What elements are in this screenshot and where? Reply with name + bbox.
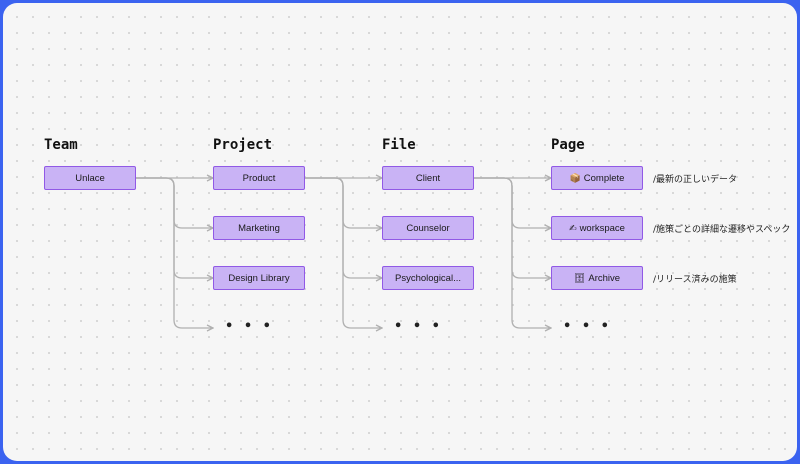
package-icon: 📦 — [569, 172, 581, 183]
annotation-workspace: /施策ごとの詳細な遷移やスペック — [653, 225, 791, 235]
connector-arrow — [474, 177, 551, 328]
page-node-label: Archive — [588, 272, 621, 284]
project-node-marketing[interactable]: Marketing — [213, 216, 305, 240]
page-node-archive[interactable]: 🗄 Archive — [551, 266, 643, 290]
column-title-file: File — [382, 137, 416, 153]
page-node-workspace[interactable]: ✍ workspace — [551, 216, 643, 240]
writing-hand-icon: ✍ — [569, 222, 577, 233]
file-node-client[interactable]: Client — [382, 166, 474, 190]
page-node-label: Complete — [583, 172, 625, 184]
connector-lines — [136, 3, 797, 461]
file-node-counselor[interactable]: Counselor — [382, 216, 474, 240]
diagram-canvas: Team Project File Page Unlace Product Ma… — [3, 3, 797, 461]
annotation-complete: /最新の正しいデータ — [653, 175, 738, 185]
team-node-unlace[interactable]: Unlace — [44, 166, 136, 190]
file-more-ellipsis: • • • — [394, 319, 443, 334]
project-node-product[interactable]: Product — [213, 166, 305, 190]
page-node-label: workspace — [579, 222, 625, 234]
archive-box-icon: 🗄 — [573, 272, 586, 283]
project-more-ellipsis: • • • — [225, 319, 274, 334]
page-more-ellipsis: • • • — [563, 319, 612, 334]
connector-arrow — [136, 177, 213, 328]
column-title-team: Team — [44, 137, 78, 153]
file-node-psychological[interactable]: Psychological... — [382, 266, 474, 290]
connector-arrow — [305, 177, 382, 328]
column-title-project: Project — [213, 137, 273, 153]
column-title-page: Page — [551, 137, 585, 153]
annotation-archive: /リリース済みの施策 — [653, 275, 737, 285]
page-node-complete[interactable]: 📦 Complete — [551, 166, 643, 190]
project-node-design-library[interactable]: Design Library — [213, 266, 305, 290]
